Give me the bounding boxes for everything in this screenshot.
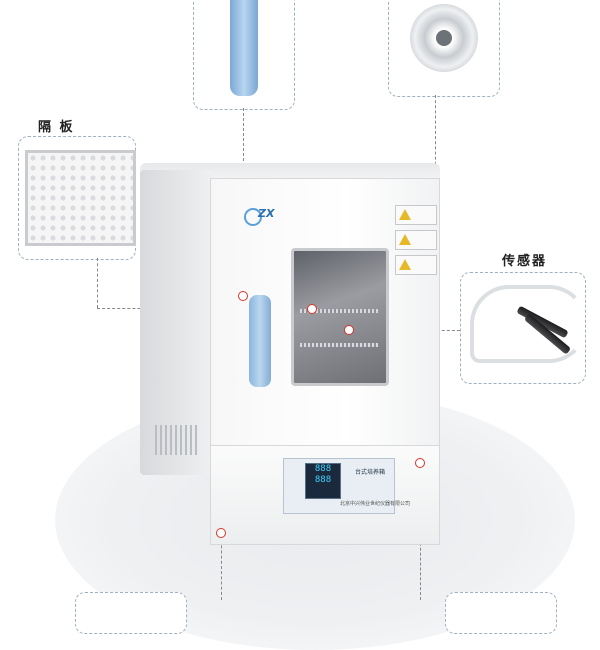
- fan-leader-line: [435, 95, 436, 175]
- warning-sticker-3: [395, 255, 437, 275]
- display-top-value: 888: [314, 464, 332, 474]
- warning-icon: [399, 259, 411, 270]
- warning-icon: [399, 234, 411, 245]
- handle-callout-dot: [238, 291, 248, 301]
- product-illustration: 隔 板 传感器 ZX 888 888 台式培养箱 北京中兴伟业世纪仪器有限公司: [18, 0, 588, 650]
- door-handle: [249, 295, 271, 387]
- side-vents: [155, 425, 200, 455]
- bottom-left-leader-line: [221, 535, 222, 600]
- partition-callout-dot: [307, 304, 317, 314]
- panel-title: 台式培养箱: [355, 469, 386, 476]
- partition-leader-line: [97, 258, 98, 308]
- bottom-right-callout: [445, 592, 557, 634]
- temperature-display: 888 888: [305, 463, 341, 499]
- partition-label: 隔 板: [38, 120, 75, 135]
- shelf-lower: [300, 343, 378, 347]
- warning-icon: [399, 209, 411, 220]
- viewing-window: [291, 248, 389, 386]
- brand-logo-icon: [244, 208, 262, 226]
- fan-hub-icon: [436, 30, 452, 46]
- display-bottom-value: 888: [314, 475, 332, 485]
- sensor-cable-closeup: [470, 285, 588, 363]
- brand-logo-text: ZX: [258, 207, 275, 220]
- partition-tray-closeup: [25, 150, 136, 246]
- warning-sticker-2: [395, 230, 437, 250]
- incubator-side: [140, 170, 212, 475]
- sensor-label: 传感器: [502, 254, 548, 269]
- bottom-left-callout: [75, 592, 187, 634]
- panel-manufacturer: 北京中兴伟业世纪仪器有限公司: [340, 501, 411, 507]
- bottom-right-callout-dot: [415, 458, 425, 468]
- sensor-callout-dot: [344, 325, 354, 335]
- shelf-upper: [300, 309, 378, 313]
- bottom-left-callout-dot: [216, 528, 226, 538]
- door-handle-closeup: [230, 0, 258, 96]
- warning-sticker-1: [395, 205, 437, 225]
